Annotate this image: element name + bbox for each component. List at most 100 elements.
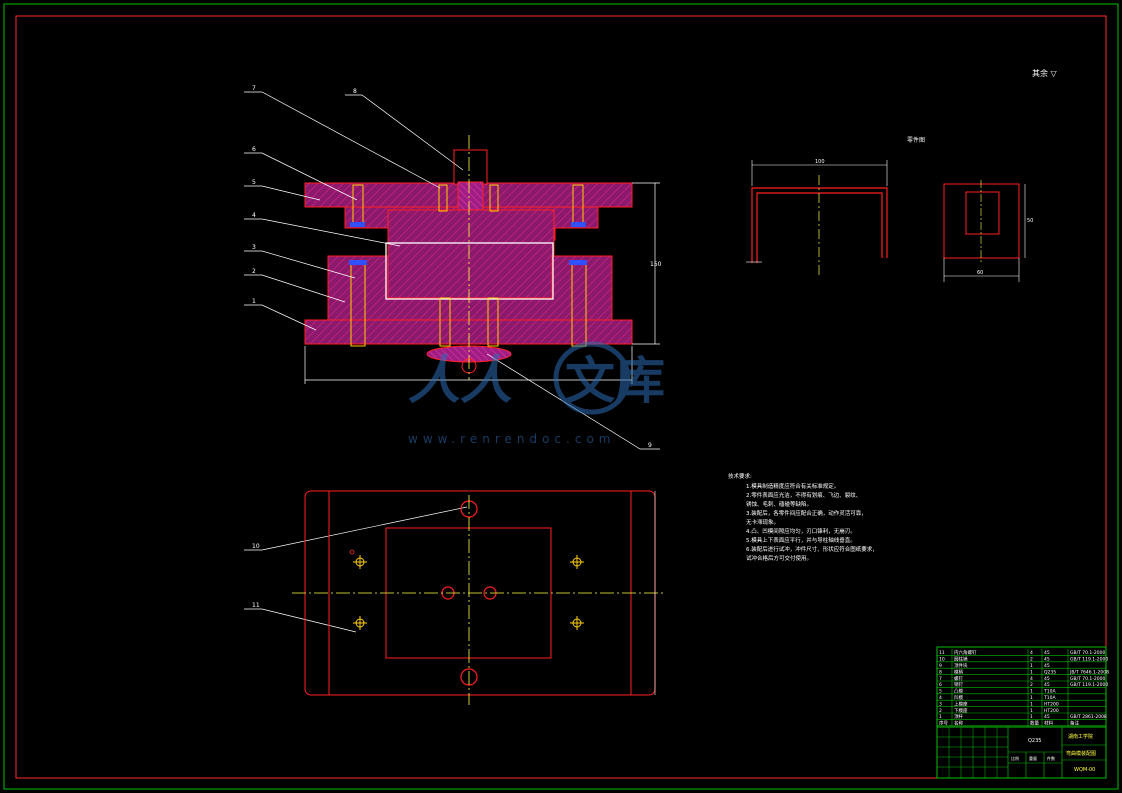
dim-blank-height: 50 <box>1027 218 1033 224</box>
bom-cell: 凸模 <box>954 688 963 695</box>
tech-req-line: 4.凸、凹模间隙应均匀，刃口锋利，无崩刃。 <box>746 527 856 535</box>
bom-cell: 11 <box>939 650 945 656</box>
bom-cell: 1 <box>1030 689 1033 695</box>
balloon-10: 10 <box>252 543 260 550</box>
watermark-mark: 人人 <box>408 351 512 411</box>
bom-cell: T10A <box>1043 695 1056 701</box>
bom-cell: GB/T 70.1-2000 <box>1070 676 1106 682</box>
roughness-note: 其余 ▽ <box>1032 68 1058 78</box>
bom-cell: 2 <box>1030 682 1033 688</box>
bom-cell: 1 <box>1030 701 1033 707</box>
label-count: 件数 <box>1047 755 1055 761</box>
bom-cell: GB/T 119.1-2000 <box>1070 657 1108 663</box>
plan-view <box>292 490 665 705</box>
watermark-url: www.renrendoc.com <box>408 432 615 446</box>
balloon-9: 9 <box>648 442 652 449</box>
part-label: 零件图 <box>907 136 925 144</box>
outer-frame <box>3 3 1119 790</box>
label-weight: 重量 <box>1029 755 1037 761</box>
drawing-name: 弯曲模装配图 <box>1066 750 1096 757</box>
bom-cell: 45 <box>1044 676 1050 682</box>
bom-cell: 45 <box>1044 650 1050 656</box>
lower-die-seat <box>304 319 633 345</box>
tech-req-line: 3.装配后，各零件间应配合正确，动作灵活可靠， <box>746 509 867 517</box>
bom-cell: 3 <box>939 701 942 707</box>
tech-req-line: 试冲合格后方可交付使用。 <box>746 554 812 562</box>
bom-cell: 上模座 <box>954 700 968 707</box>
balloon-6: 6 <box>252 146 256 153</box>
bom-cell: GB/T 70.1-2000 <box>1070 650 1106 656</box>
balloon-3: 3 <box>252 244 256 251</box>
balloon-8: 8 <box>353 88 357 95</box>
part-view: 零件图 100 60 50 <box>746 136 1033 282</box>
bom-header-cell: 数量 <box>1030 720 1039 727</box>
tech-req-line: 锈蚀、毛刺、磕碰等缺陷。 <box>746 500 812 508</box>
bom-cell: 8 <box>939 669 942 675</box>
bom-cell: 1 <box>939 714 942 720</box>
drawing-number: WQM-00 <box>1074 767 1095 773</box>
bom-cell: HT200 <box>1044 708 1059 714</box>
bom-cell: 1 <box>1030 714 1033 720</box>
bom-cell: 6 <box>939 682 942 688</box>
bom-cell: 下模座 <box>954 707 968 714</box>
bom-header-cell: 备注 <box>1070 720 1079 727</box>
bom-cell: 45 <box>1044 714 1050 720</box>
dim-overall-height: 150 <box>650 261 662 268</box>
balloon-4: 4 <box>252 212 256 219</box>
bom-cell: 45 <box>1044 682 1050 688</box>
bom-cell: 9 <box>939 663 942 669</box>
bom-cell: 2 <box>939 708 942 714</box>
balloon-5: 5 <box>252 179 256 186</box>
bom-cell: 10 <box>939 657 945 663</box>
bom-cell: 内六角螺钉 <box>954 649 977 656</box>
bom-cell: 45 <box>1044 663 1050 669</box>
bom-cell: 1 <box>1030 695 1033 701</box>
bom-cell: 1 <box>1030 708 1033 714</box>
bom-cell: 45 <box>1044 657 1050 663</box>
bom-cell: GB/T 119.1-2000 <box>1070 682 1108 688</box>
punch <box>387 209 555 299</box>
bom-cell: HT200 <box>1044 701 1059 707</box>
bom-header-cell: 序号 <box>939 720 948 727</box>
bom-cell: 凹模 <box>954 694 963 701</box>
tech-req-line: 6.装配后进行试冲，冲件尺寸、形状应符合图纸要求， <box>746 545 878 553</box>
bom-cell: 4 <box>1030 676 1033 682</box>
watermark-text: 文库 <box>565 352 665 410</box>
bom-header-cell: 名称 <box>954 720 963 727</box>
school-name: 湖南工学院 <box>1068 733 1093 740</box>
tech-req-line: 2.零件表面应光洁，不得有划痕、飞边、裂纹、 <box>746 491 861 499</box>
balloon-2: 2 <box>252 268 256 275</box>
watermark: 人人 文库 www.renrendoc.com <box>408 341 665 446</box>
balloon-7: 7 <box>252 85 256 92</box>
bom-cell: 4 <box>1030 650 1033 656</box>
tech-req-title: 技术要求: <box>728 472 752 480</box>
bom-cell: 2 <box>1030 657 1033 663</box>
tech-req-line: 无卡滞现象。 <box>746 518 779 526</box>
bom-cell: JB/T 7646.1-2008 <box>1069 669 1109 675</box>
dim-blank-width: 60 <box>977 270 983 276</box>
bom-cell: Q235 <box>1044 669 1056 675</box>
bom-cell: GB/T 2861-2008 <box>1070 714 1107 720</box>
tech-req-line: 5.模具上下表面应平行，并与导柱轴线垂直。 <box>746 536 856 544</box>
dim-part-width: 100 <box>815 159 825 165</box>
bom-cell: 模柄 <box>954 668 963 675</box>
title-material: Q235 <box>1028 738 1041 744</box>
tech-req-line: 1.模具制造精度应符合有关标准规定。 <box>746 482 839 490</box>
cavity <box>385 242 554 300</box>
bom-cell: 7 <box>939 676 942 682</box>
technical-requirements: 技术要求: 1.模具制造精度应符合有关标准规定。 2.零件表面应光洁，不得有划痕… <box>728 472 878 562</box>
bom-cell: 5 <box>939 689 942 695</box>
balloon-1: 1 <box>252 298 256 305</box>
balloon-11: 11 <box>252 602 260 609</box>
bom-cell: 顶件块 <box>954 662 968 669</box>
label-scale: 比例 <box>1011 755 1019 761</box>
bom-cell: 4 <box>939 695 942 701</box>
bom-cell: T10A <box>1043 689 1056 695</box>
bom-cell: 顶杆 <box>954 713 963 720</box>
bom-cell: 螺钉 <box>954 675 963 682</box>
leaders <box>244 91 660 633</box>
section-view: 150 <box>304 135 662 384</box>
bom-cell: 1 <box>1030 669 1033 675</box>
